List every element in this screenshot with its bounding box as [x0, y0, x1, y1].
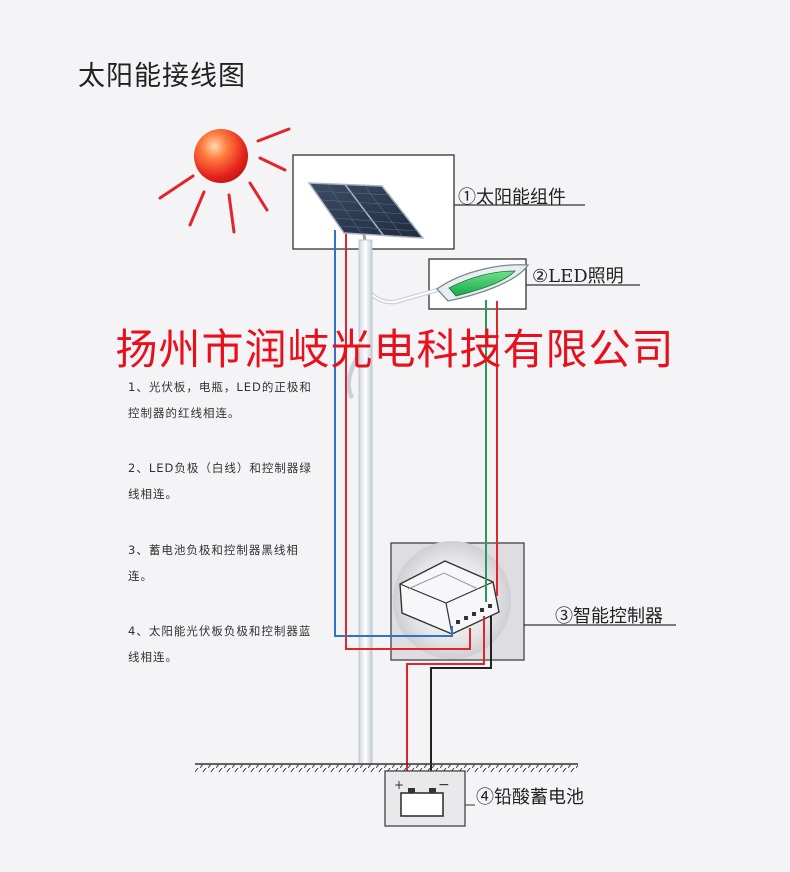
- led-light-label: ②LED照明: [532, 266, 624, 287]
- led-lamp-icon: [436, 264, 530, 302]
- wiring: [334, 230, 498, 785]
- battery-positive-terminal: +: [394, 778, 404, 792]
- battery-label: ④铅酸蓄电池: [476, 787, 584, 808]
- battery-negative-terminal: −: [438, 777, 450, 793]
- controller-label: ③智能控制器: [555, 606, 663, 627]
- note-1: 1、光伏板，电瓶，LED的正极和控制器的红线相连。: [128, 380, 312, 420]
- note-4: 4、太阳能光伏板负极和控制器蓝线相连。: [128, 624, 312, 664]
- page-title: 太阳能接线图: [78, 61, 246, 92]
- solar-module-label: ①太阳能组件: [458, 187, 566, 208]
- company-watermark: 扬州市润岐光电科技有限公司: [115, 325, 675, 374]
- note-2: 2、LED负极（白线）和控制器绿线相连。: [128, 461, 312, 501]
- red-wire-battery: [406, 616, 485, 785]
- note-3: 3、蓄电池负极和控制器黑线相连。: [128, 543, 299, 583]
- black-wire-battery: [430, 616, 492, 785]
- street-light-pole: [346, 239, 449, 765]
- battery-icon: [384, 770, 466, 827]
- red-wire-solar: [345, 234, 471, 650]
- blue-wire-solar: [334, 230, 453, 637]
- controller-device-icon: [399, 560, 500, 635]
- ground-line: [195, 763, 578, 772]
- solar-panel-icon: [307, 182, 425, 251]
- sun-icon: [158, 127, 291, 234]
